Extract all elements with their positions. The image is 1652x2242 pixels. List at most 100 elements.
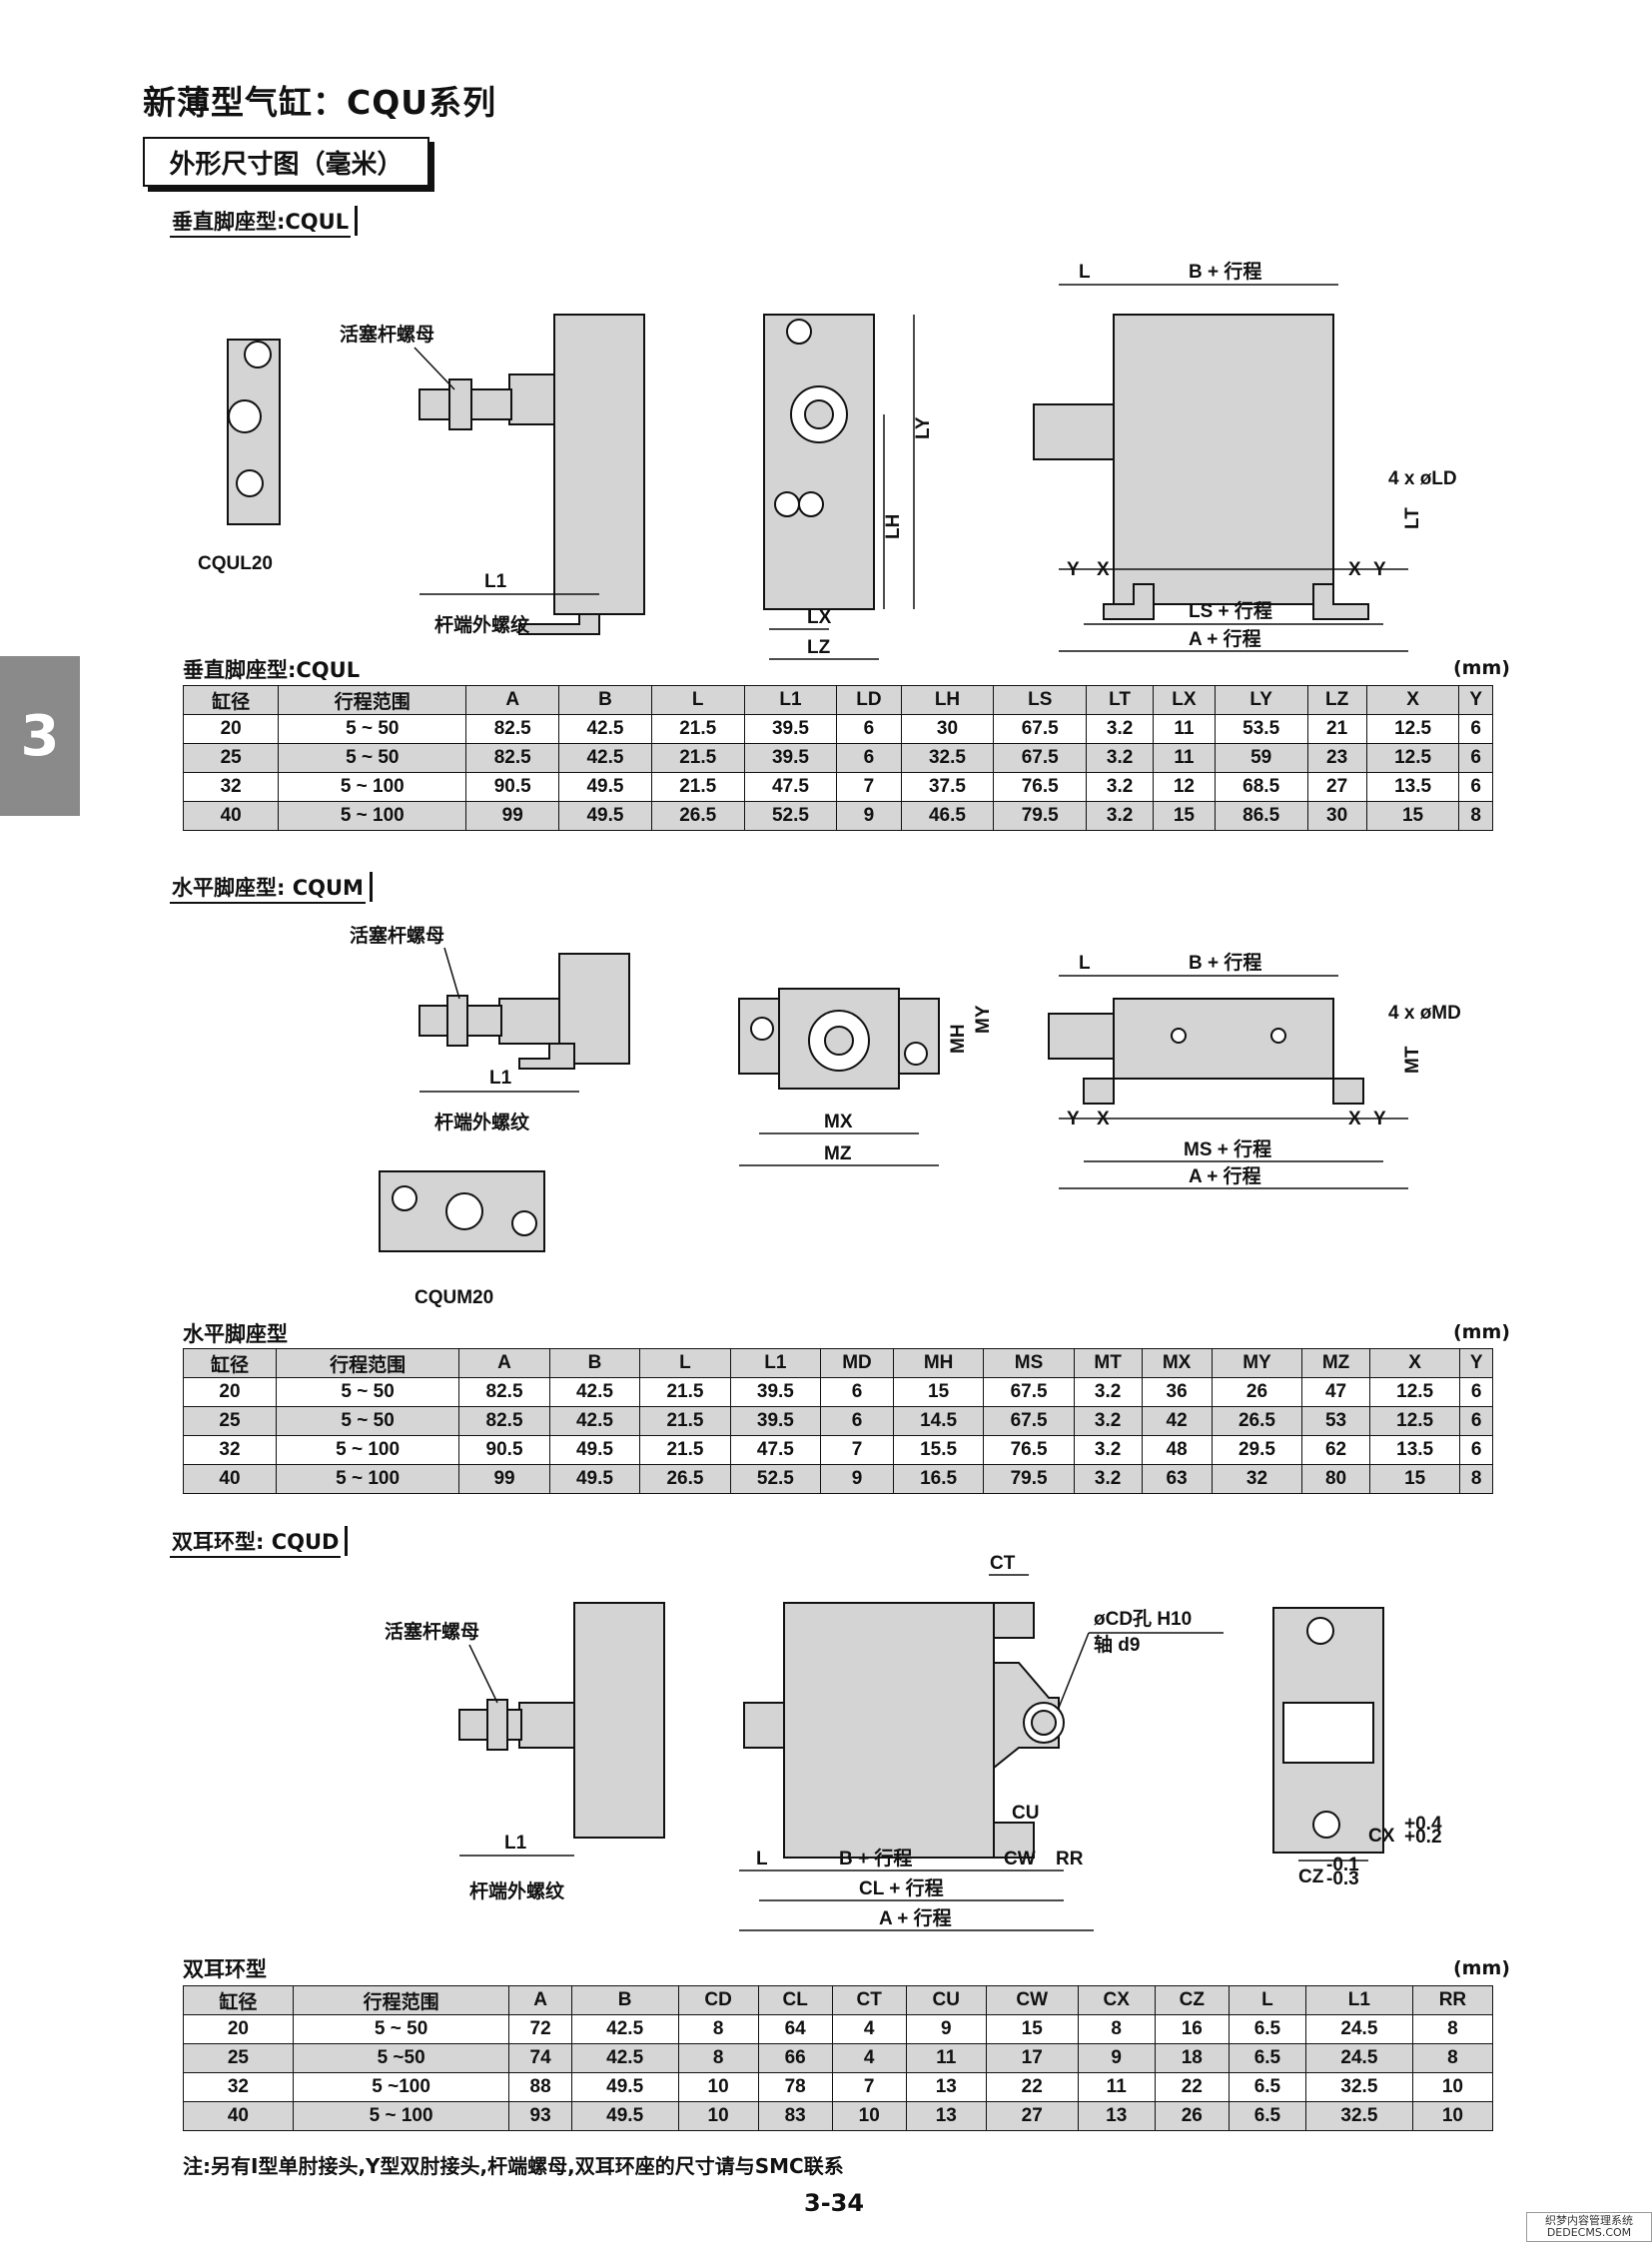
table-cell: 49.5 xyxy=(570,2072,679,2102)
table-cell: 40 xyxy=(183,1464,277,1494)
cqul-plan-view xyxy=(1033,314,1369,620)
cqud-b-stroke-label: B + 行程 xyxy=(839,1847,912,1869)
cqum-md-label: 4 x øMD xyxy=(1388,1003,1461,1024)
table-cell: 48 xyxy=(1141,1435,1213,1465)
col-header: L1 xyxy=(729,1348,822,1378)
table-cell: 26.5 xyxy=(1211,1406,1303,1436)
table-cell: 47 xyxy=(1301,1377,1370,1407)
col-header: MZ xyxy=(1301,1348,1370,1378)
section2-drawings: 活塞杆螺母 L1 杆端外螺纹 MX MZ MH MY L B + 行程 4 x … xyxy=(350,924,1461,1308)
col-header: MD xyxy=(820,1348,894,1378)
table-cell: 25 xyxy=(183,2043,294,2073)
table-cell: 26.5 xyxy=(639,1464,731,1494)
table-cell: 52.5 xyxy=(743,801,838,831)
table-cell: 62 xyxy=(1301,1435,1370,1465)
cqud-cx-label: CX xyxy=(1368,1826,1395,1847)
table-cell: 76.5 xyxy=(983,1435,1075,1465)
cqul20-end-view xyxy=(227,339,281,525)
table-cell: 23 xyxy=(1306,743,1367,773)
cqum-x-right: X xyxy=(1348,1109,1361,1129)
table-cell: 76.5 xyxy=(993,772,1088,802)
cqud-cz-tol-dn: -0.3 xyxy=(1326,1868,1359,1889)
page-number: 3-34 xyxy=(804,2189,865,2217)
col-header: MY xyxy=(1211,1348,1303,1378)
table-cell: 68.5 xyxy=(1214,772,1308,802)
table-cell: 5 ~ 50 xyxy=(275,1377,460,1407)
table-cell: 36 xyxy=(1141,1377,1213,1407)
table-cell: 11 xyxy=(1077,2072,1156,2102)
table-cell: 8 xyxy=(677,2043,759,2073)
table-cell: 20 xyxy=(183,1377,277,1407)
table-cell: 63 xyxy=(1141,1464,1213,1494)
table-cell: 15 xyxy=(985,2014,1079,2044)
table-cell: 15.5 xyxy=(892,1435,985,1465)
table-cell: 12 xyxy=(1153,772,1216,802)
section3-tag: 双耳环型: CQUD xyxy=(170,1530,342,1558)
cqul-a-label: A + 行程 xyxy=(1189,627,1261,650)
watermark-line2: DEDECMS.COM xyxy=(1546,2226,1632,2239)
section1-table: 缸径 行程范围 A B L L1 LD LH LS LT LX LY LZ X … xyxy=(182,685,1493,831)
table-cell: 6 xyxy=(836,714,902,744)
table-cell: 83 xyxy=(757,2101,833,2131)
table-cell: 72 xyxy=(508,2014,572,2044)
col-header: CX xyxy=(1077,1985,1156,2015)
col-header: X xyxy=(1368,1348,1461,1378)
table-cell: 9 xyxy=(836,801,902,831)
cqud-l1-label: L1 xyxy=(504,1833,527,1854)
cqul-l-label: L xyxy=(1079,262,1091,283)
cqul-lh-label: LH xyxy=(883,514,904,539)
cqud-rr-label: RR xyxy=(1056,1849,1084,1869)
cqud-nut-label: 活塞杆螺母 xyxy=(385,1620,479,1643)
col-header: L1 xyxy=(1304,1985,1413,2015)
table-cell: 82.5 xyxy=(458,1377,550,1407)
table-cell: 67.5 xyxy=(993,714,1088,744)
table-cell: 14.5 xyxy=(892,1406,985,1436)
col-header: B xyxy=(558,685,652,715)
table-cell: 16 xyxy=(1154,2014,1230,2044)
col-header: CL xyxy=(757,1985,833,2015)
cqud-ct-label: CT xyxy=(990,1553,1016,1574)
table-cell: 6 xyxy=(1458,743,1493,773)
col-header: L xyxy=(1228,1985,1306,2015)
table-cell: 5 ~50 xyxy=(292,2043,510,2073)
table-cell: 26 xyxy=(1211,1377,1303,1407)
cqul-lt-label: LT xyxy=(1402,507,1423,529)
table-cell: 27 xyxy=(1306,772,1367,802)
cqul-lz-label: LZ xyxy=(807,637,831,658)
table-header-row: 缸径 行程范围 A B CD CL CT CU CW CX CZ L L1 RR xyxy=(183,1985,1494,2015)
col-header: LS xyxy=(993,685,1088,715)
table-cell: 5 ~ 100 xyxy=(275,1435,460,1465)
table-cell: 5 ~ 100 xyxy=(278,772,467,802)
cqul-lx-label: LX xyxy=(807,607,832,628)
col-header: L xyxy=(650,685,745,715)
table-cell: 99 xyxy=(465,801,560,831)
table-cell: 82.5 xyxy=(458,1406,550,1436)
table-cell: 66 xyxy=(757,2043,833,2073)
table-cell: 32 xyxy=(1211,1464,1303,1494)
cqum-mh-label: MH xyxy=(948,1024,969,1054)
table-cell: 11 xyxy=(1153,714,1216,744)
table-cell: 5 ~ 100 xyxy=(278,801,467,831)
table-cell: 32.5 xyxy=(900,743,995,773)
chapter-tab[interactable]: 3 xyxy=(0,656,80,816)
table-cell: 32 xyxy=(182,772,280,802)
table-cell: 7 xyxy=(831,2072,907,2102)
table-cell: 30 xyxy=(1306,801,1367,831)
col-header: L xyxy=(639,1348,731,1378)
table-cell: 39.5 xyxy=(729,1406,822,1436)
col-header: MH xyxy=(892,1348,985,1378)
col-header: 缸径 xyxy=(183,1985,294,2015)
table-cell: 11 xyxy=(905,2043,987,2073)
col-header: 行程范围 xyxy=(275,1348,460,1378)
table-cell: 3.2 xyxy=(1073,1464,1143,1494)
table-cell: 9 xyxy=(1077,2043,1156,2073)
table-cell: 88 xyxy=(508,2072,572,2102)
table-cell: 16.5 xyxy=(892,1464,985,1494)
section2-tag-wrap: 水平脚座型: CQUM xyxy=(170,872,373,904)
table-cell: 5 ~100 xyxy=(292,2072,510,2102)
cqud-cl-label: CL + 行程 xyxy=(859,1876,944,1899)
